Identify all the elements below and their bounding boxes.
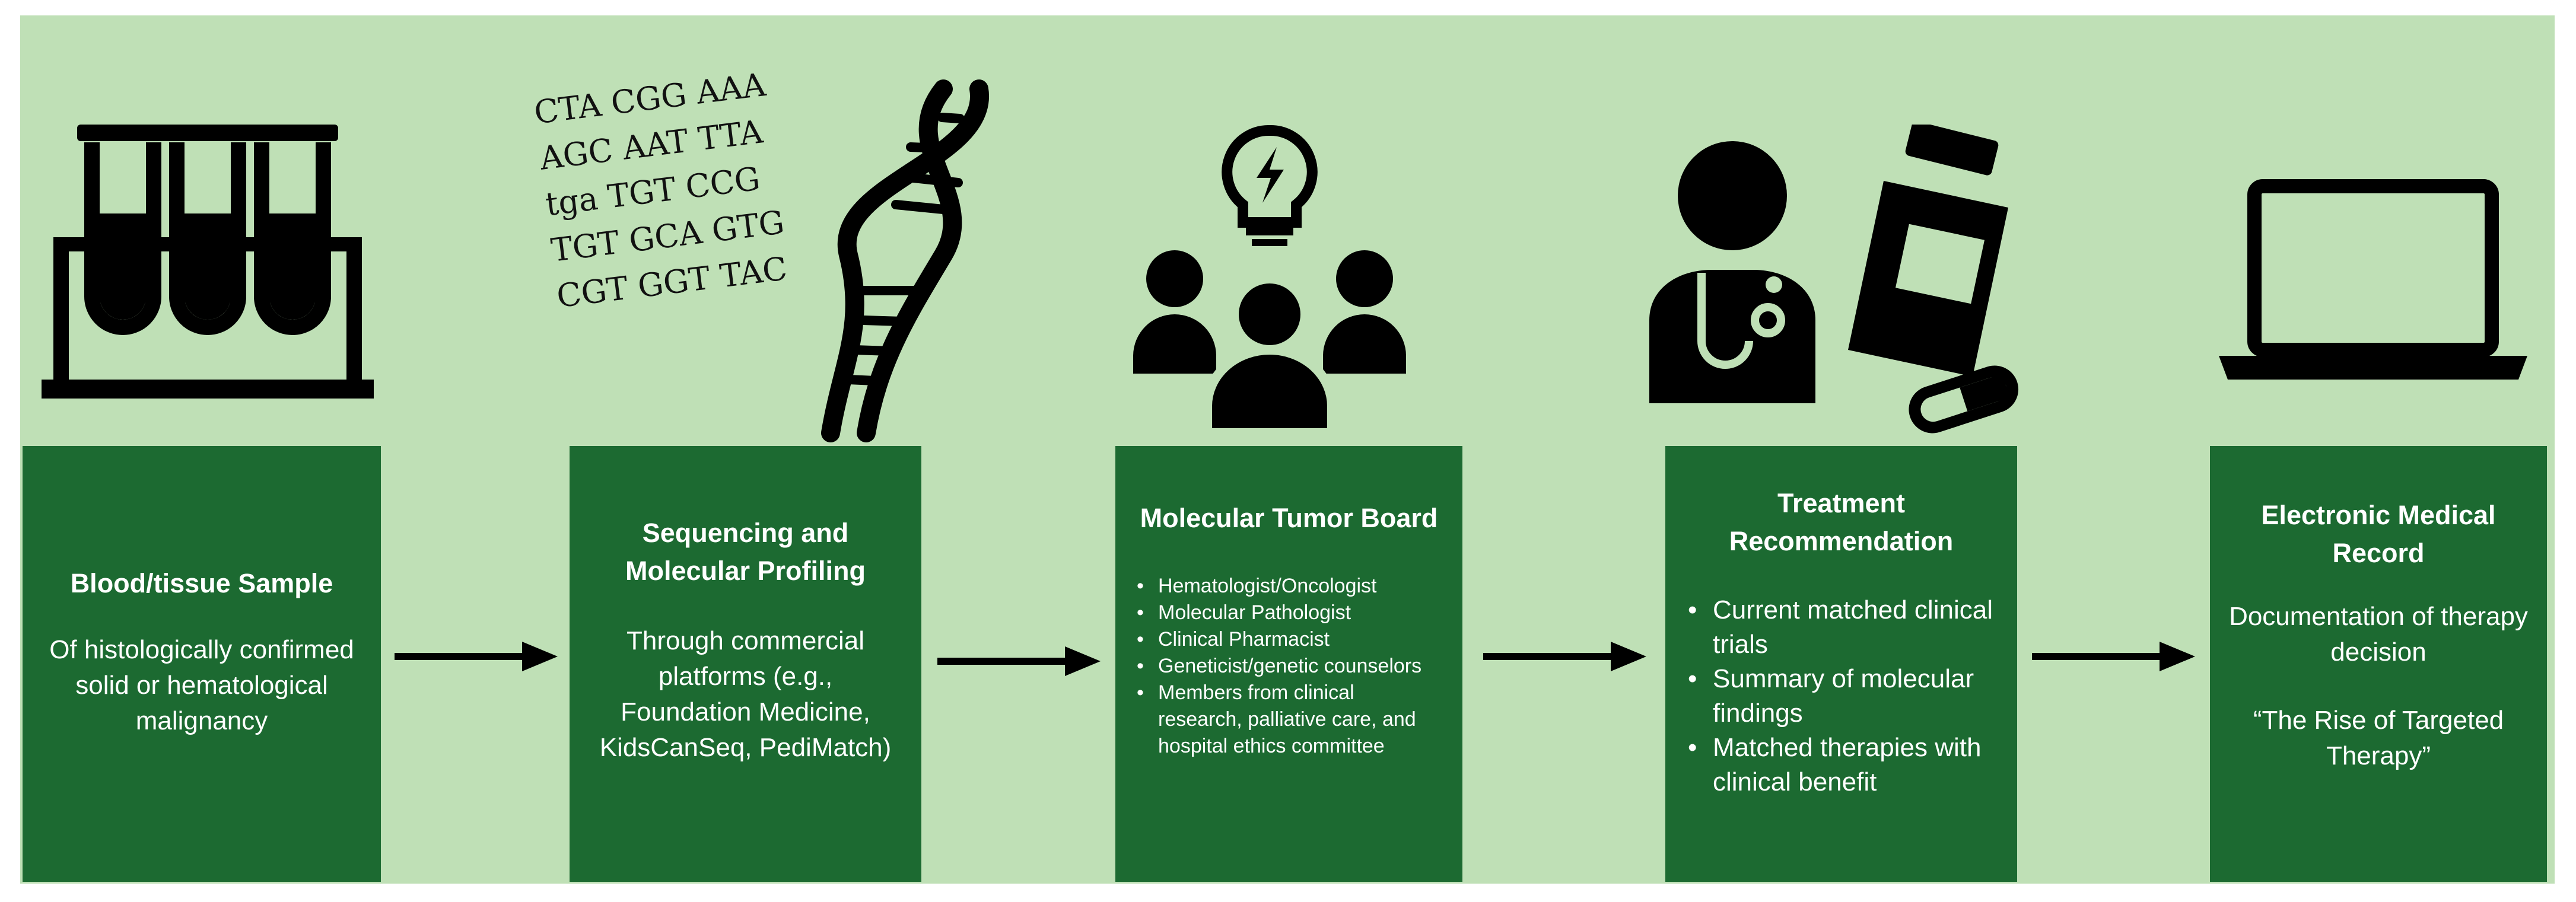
tumor-board-members-list: Hematologist/Oncologist Molecular Pathol… — [1134, 573, 1443, 760]
list-item: Matched therapies with clinical benefit — [1683, 731, 1999, 799]
step-quote: “The Rise of Targeted Therapy” — [2253, 706, 2504, 770]
list-item: Hematologist/Oncologist — [1134, 573, 1443, 600]
step-title: Molecular Tumor Board — [1140, 503, 1438, 533]
step-molecular-tumor-board: Molecular Tumor Board Hematologist/Oncol… — [1115, 446, 1462, 882]
step-treatment-recommendation: Treatment Recommendation Current matched… — [1665, 446, 2017, 882]
list-item: Geneticist/genetic counselors — [1134, 653, 1443, 680]
list-item: Clinical Pharmacist — [1134, 626, 1443, 653]
dna-sequence-text: CTA CGG AAA AGC AAT TTA tga TGT CCG TGT … — [532, 62, 793, 320]
step-blood-tissue-sample: Blood/tissue Sample Of histologically co… — [23, 446, 381, 882]
step-title: Treatment Recommendation — [1729, 488, 1954, 556]
step-description: Of histologically confirmed solid or hem… — [49, 635, 354, 735]
doctor-medication-icon — [1649, 125, 2019, 434]
step-title: Blood/tissue Sample — [70, 568, 333, 598]
list-item: Members from clinical research, palliati… — [1134, 680, 1443, 760]
list-item: Current matched clinical trials — [1683, 593, 1999, 662]
step-sequencing-profiling: Sequencing and Molecular Profiling Throu… — [570, 446, 921, 882]
list-item: Molecular Pathologist — [1134, 600, 1443, 626]
step-title: Electronic Medical Record — [2261, 500, 2496, 568]
arrow-right-icon — [1483, 642, 1646, 671]
list-item: Summary of molecular findings — [1683, 662, 1999, 731]
step-description: Through commercial platforms (e.g., Foun… — [599, 626, 892, 762]
arrow-right-icon — [395, 642, 558, 671]
dna-icon — [821, 79, 989, 442]
step-title: Sequencing and Molecular Profiling — [625, 518, 866, 586]
team-idea-icon — [1133, 125, 1406, 433]
arrow-right-icon — [2032, 642, 2195, 671]
laptop-icon — [2219, 179, 2527, 380]
arrow-right-icon — [937, 646, 1101, 676]
treatment-recommendation-list: Current matched clinical trials Summary … — [1683, 593, 1999, 799]
step-description: Documentation of therapy decision — [2229, 602, 2528, 667]
step-electronic-medical-record: Electronic Medical Record Documentation … — [2210, 446, 2547, 882]
test-tubes-icon — [42, 125, 374, 399]
